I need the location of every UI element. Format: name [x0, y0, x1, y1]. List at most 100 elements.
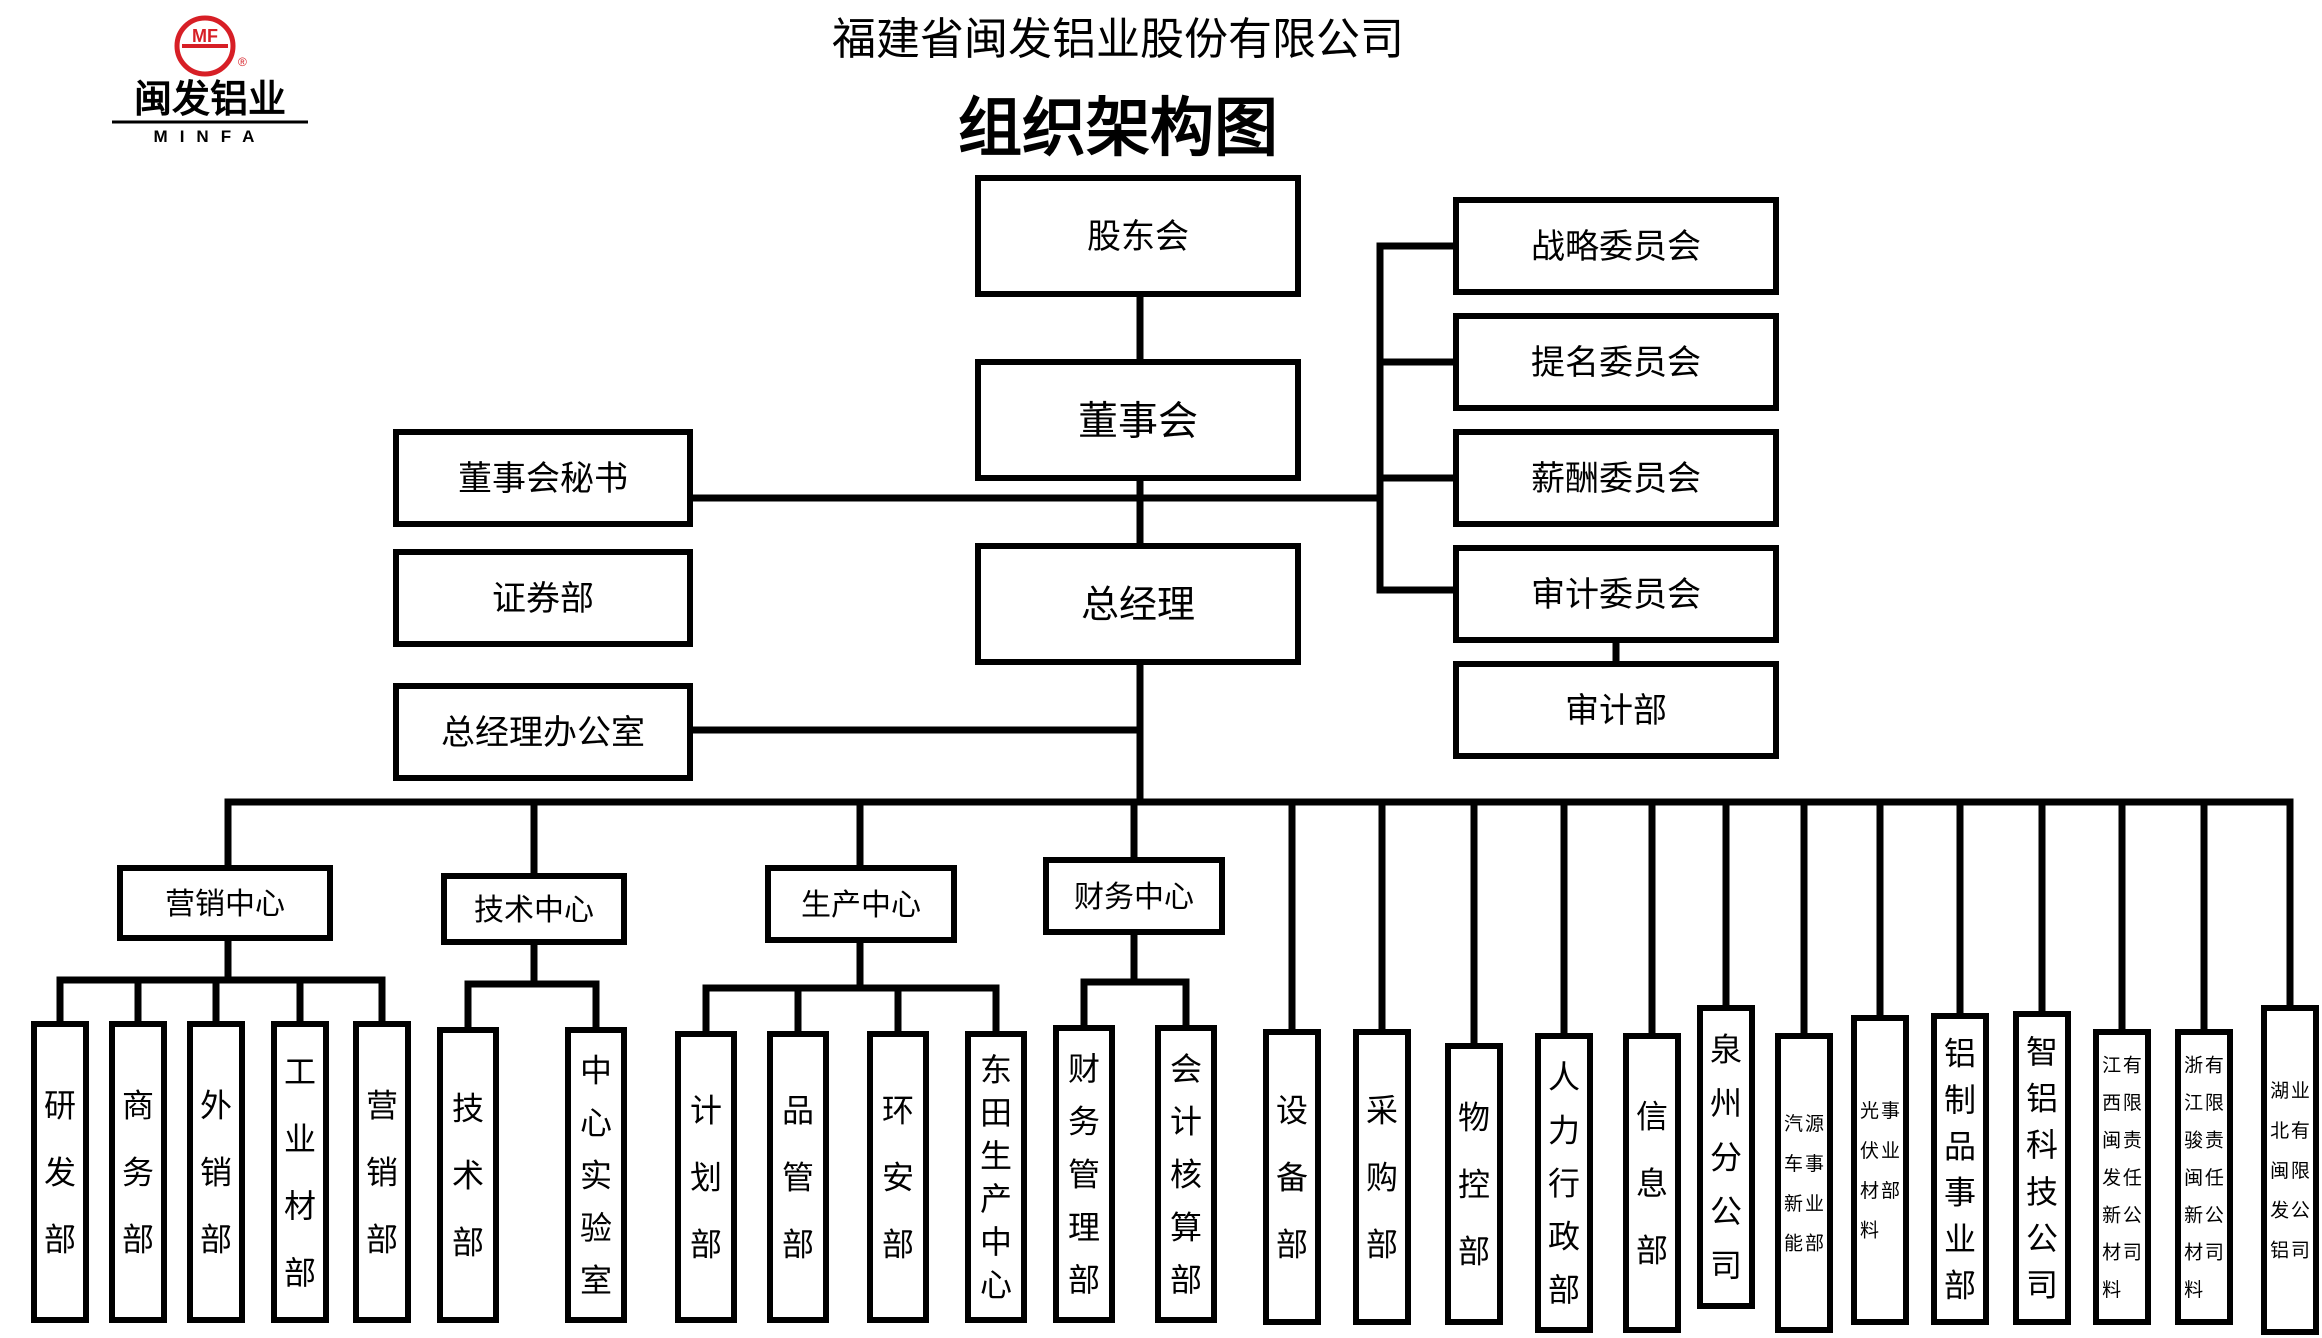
dept-box-9-frame — [2013, 1011, 2071, 1325]
center-box-2: 生产中心 — [765, 865, 957, 943]
dept-box-6-frame — [1775, 1033, 1833, 1333]
dept-box-9-label: 智铝科技公司 — [2026, 1033, 2058, 1304]
dept-box-2: 物控部 — [1445, 1043, 1503, 1325]
gm-box-frame — [975, 543, 1301, 665]
unit-box-2-1-label: 品管部 — [782, 1091, 814, 1263]
board-box-frame — [975, 359, 1301, 481]
shareholders-box-label: 股东会 — [1087, 217, 1189, 257]
securities-dept-box: 证券部 — [393, 549, 693, 647]
dept-box-10-label: 江西闽发新材料有限责任公司 — [2102, 1055, 2142, 1302]
unit-box-1-0: 技术部 — [437, 1027, 499, 1323]
chart-title: 组织架构图 — [958, 91, 1278, 166]
logo-mark: MF — [192, 26, 218, 46]
compensation-committee-box: 薪酬委员会 — [1453, 429, 1779, 527]
unit-box-3-1: 会计核算部 — [1155, 1025, 1217, 1323]
unit-box-3-1-label: 会计核算部 — [1170, 1050, 1202, 1299]
company-logo: MF ® 闽发铝业 MINFA — [112, 15, 308, 146]
gm-office-box: 总经理办公室 — [393, 683, 693, 781]
unit-box-0-2-label: 外销部 — [200, 1086, 232, 1258]
dept-box-1-label: 采购部 — [1366, 1091, 1398, 1263]
unit-box-1-0-label: 技术部 — [452, 1089, 484, 1261]
dept-box-1-frame — [1353, 1029, 1411, 1325]
unit-box-2-0: 计划部 — [675, 1031, 737, 1323]
nomination-committee-box-frame — [1453, 313, 1779, 411]
unit-box-3-0-frame — [1053, 1025, 1115, 1323]
dept-box-6-label: 汽车新能源事业部 — [1784, 1113, 1824, 1255]
unit-box-0-3-label: 工业材部 — [284, 1053, 316, 1292]
nomination-committee-box: 提名委员会 — [1453, 313, 1779, 411]
board-secretary-box-frame — [393, 429, 693, 527]
unit-box-1-1-frame — [565, 1027, 627, 1323]
dept-box-4-label: 信息部 — [1636, 1097, 1668, 1269]
dept-box-12-label: 湖北闽发铝业有限公司 — [2270, 1080, 2310, 1262]
dept-box-11-frame — [2175, 1029, 2233, 1325]
audit-committee-box-label: 审计委员会 — [1531, 575, 1701, 615]
audit-committee-box: 审计委员会 — [1453, 545, 1779, 643]
board-secretary-box-label: 董事会秘书 — [458, 459, 628, 499]
gm-office-box-frame — [393, 683, 693, 781]
dept-box-7-label: 光伏材料事业部 — [1860, 1100, 1900, 1242]
center-box-2-label: 生产中心 — [801, 888, 921, 923]
dept-box-5-frame — [1697, 1005, 1755, 1309]
dept-box-3-label: 人力行政部 — [1548, 1058, 1580, 1309]
logo-circle — [174, 15, 236, 77]
unit-box-0-4-label: 营销部 — [366, 1086, 398, 1258]
company-name: 福建省闽发铝业股份有限公司 — [832, 14, 1404, 65]
center-box-3-frame — [1043, 857, 1225, 935]
unit-box-0-0-frame — [31, 1021, 89, 1323]
unit-box-2-2-label: 环安部 — [882, 1091, 914, 1263]
dept-box-7-frame — [1851, 1015, 1909, 1325]
dept-box-2-label: 物控部 — [1458, 1098, 1490, 1270]
compensation-committee-box-label: 薪酬委员会 — [1531, 459, 1701, 499]
unit-box-1-1: 中心实验室 — [565, 1027, 627, 1323]
unit-box-1-0-frame — [437, 1027, 499, 1323]
dept-box-7: 光伏材料事业部 — [1851, 1015, 1909, 1325]
dept-box-0-label: 设备部 — [1276, 1091, 1308, 1263]
logo-registered-mark: ® — [238, 55, 247, 69]
audit-dept-box-label: 审计部 — [1565, 691, 1667, 731]
strategy-committee-box-frame — [1453, 197, 1779, 295]
dept-box-3: 人力行政部 — [1535, 1033, 1593, 1333]
dept-box-9: 智铝科技公司 — [2013, 1011, 2071, 1325]
gm-office-box-label: 总经理办公室 — [441, 713, 645, 753]
unit-box-3-1-frame — [1155, 1025, 1217, 1323]
center-box-3: 财务中心 — [1043, 857, 1225, 935]
strategy-committee-box: 战略委员会 — [1453, 197, 1779, 295]
board-box-label: 董事会 — [1078, 398, 1198, 444]
shareholders-box-frame — [975, 175, 1301, 297]
board-box: 董事会 — [975, 359, 1301, 481]
shareholders-box: 股东会 — [975, 175, 1301, 297]
dept-box-3-frame — [1535, 1033, 1593, 1333]
dept-box-8-frame — [1931, 1013, 1989, 1325]
dept-box-4-frame — [1623, 1033, 1681, 1333]
unit-box-0-0: 研发部 — [31, 1021, 89, 1323]
dept-box-1: 采购部 — [1353, 1029, 1411, 1325]
dept-box-11: 浙江骏闽新材料有限责任公司 — [2175, 1029, 2233, 1325]
center-box-1-label: 技术中心 — [474, 893, 594, 928]
unit-box-0-2-frame — [187, 1021, 245, 1323]
unit-box-0-1: 商务部 — [109, 1021, 167, 1323]
gm-box: 总经理 — [975, 543, 1301, 665]
dept-box-2-frame — [1445, 1043, 1503, 1325]
center-box-0-label: 营销中心 — [165, 887, 285, 922]
center-box-0: 营销中心 — [117, 865, 333, 941]
unit-box-0-0-label: 研发部 — [44, 1086, 76, 1258]
center-box-1: 技术中心 — [441, 873, 627, 945]
unit-box-2-1-frame — [767, 1031, 829, 1323]
unit-box-0-1-frame — [109, 1021, 167, 1323]
dept-box-12-frame — [2261, 1005, 2319, 1335]
dept-box-6: 汽车新能源事业部 — [1775, 1033, 1833, 1333]
unit-box-2-3: 东田生产中心 — [965, 1031, 1027, 1323]
gm-box-label: 总经理 — [1081, 583, 1195, 627]
board-secretary-box: 董事会秘书 — [393, 429, 693, 527]
unit-box-3-0-label: 财务管理部 — [1068, 1050, 1100, 1299]
connector-lines — [56, 242, 2294, 1050]
unit-box-2-3-frame — [965, 1031, 1027, 1323]
dept-box-10-frame — [2093, 1029, 2151, 1325]
unit-box-2-0-frame — [675, 1031, 737, 1323]
dept-box-10: 江西闽发新材料有限责任公司 — [2093, 1029, 2151, 1325]
compensation-committee-box-frame — [1453, 429, 1779, 527]
dept-box-11-label: 浙江骏闽新材料有限责任公司 — [2184, 1055, 2224, 1302]
audit-dept-box-frame — [1453, 661, 1779, 759]
